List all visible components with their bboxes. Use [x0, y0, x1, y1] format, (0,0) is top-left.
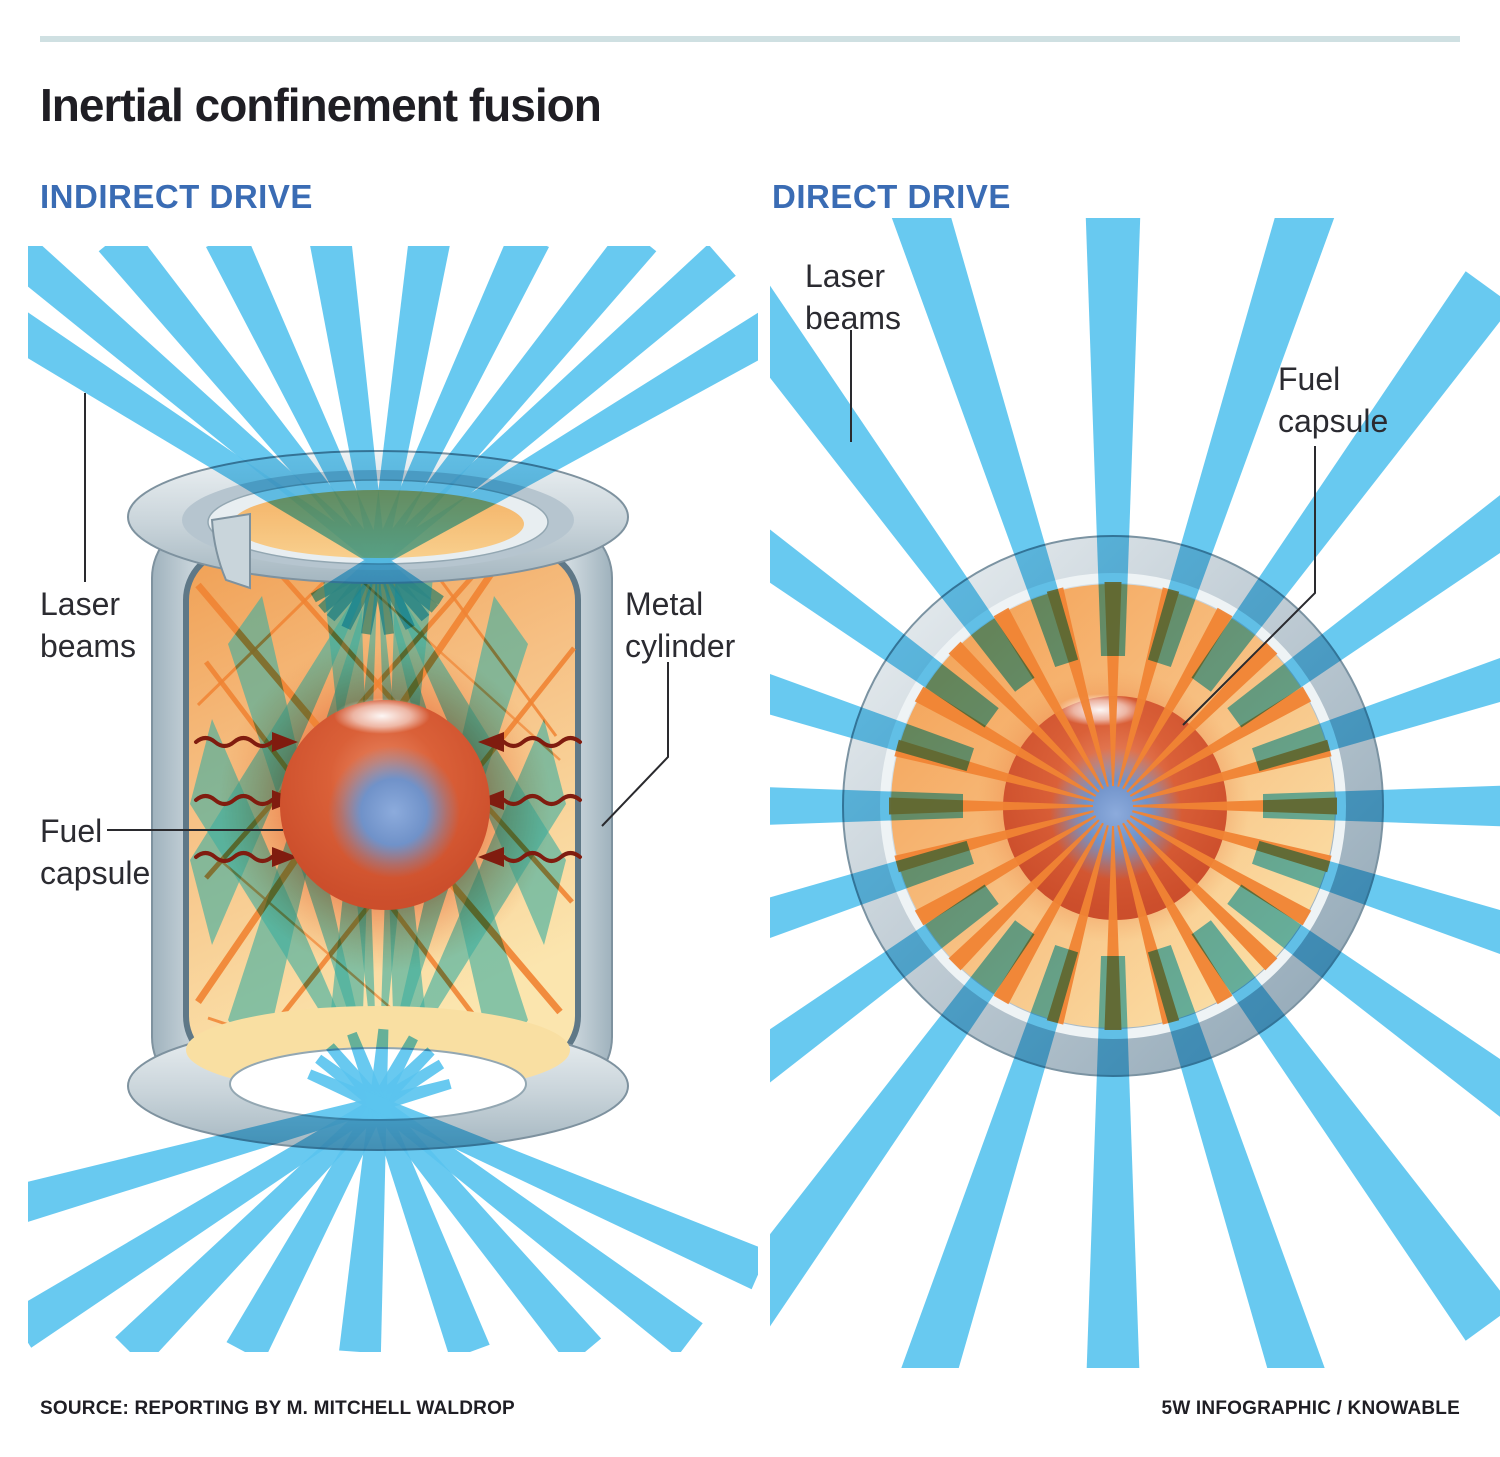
- source-credit: SOURCE: REPORTING BY M. MITCHELL WALDROP: [40, 1398, 515, 1419]
- laser-beam: [891, 218, 1079, 667]
- indirect-drive-diagram: [28, 246, 758, 1352]
- xray-arrowhead: [272, 847, 298, 867]
- compression-ray: [1122, 607, 1233, 790]
- xray-arrow: [194, 736, 274, 748]
- laser-beam: [1263, 785, 1500, 827]
- laser-beam: [1147, 945, 1325, 1368]
- capsule-highlight: [1056, 694, 1144, 726]
- compression-ray: [1122, 822, 1233, 1005]
- compression-ray: [914, 686, 1097, 797]
- xray-arrow: [502, 736, 582, 748]
- capsule-core: [328, 746, 460, 878]
- reflected-beam: [366, 550, 558, 737]
- target-sphere-graphic: [842, 535, 1384, 1077]
- laser-beam: [770, 920, 1035, 1327]
- capsule-highlight: [334, 698, 430, 734]
- laser-beam: [770, 884, 999, 1083]
- pointer-metal-cylinder: [601, 662, 669, 827]
- xray-arrowhead: [478, 732, 504, 752]
- xray-arrow: [502, 851, 582, 863]
- laser-beam: [1227, 495, 1500, 728]
- xray-arrowhead: [478, 847, 504, 867]
- laser-beam: [1086, 956, 1140, 1368]
- compression-ray: [948, 819, 1100, 971]
- pointer-fuel-capsule-right: [1182, 446, 1316, 726]
- laser-beam: [318, 246, 736, 614]
- laser-beam: [1147, 218, 1335, 667]
- laser-beam: [1191, 271, 1500, 692]
- label-metal-cylinder: Metal cylinder: [625, 586, 736, 664]
- xray-arrows: [194, 732, 582, 867]
- xray-arrowhead: [478, 790, 504, 810]
- indirect-drive-header: INDIRECT DRIVE: [40, 178, 313, 215]
- laser-beam: [98, 246, 430, 622]
- compression-ray: [1126, 819, 1278, 971]
- laser-beam: [770, 529, 999, 728]
- laser-beam: [901, 945, 1079, 1368]
- direct-drive-diagram: [770, 218, 1500, 1368]
- compression-ray: [1129, 686, 1312, 797]
- laser-beam: [310, 312, 758, 603]
- top-rule: [40, 36, 1460, 42]
- laser-beam: [315, 1054, 703, 1352]
- laser-beam: [770, 840, 974, 939]
- compression-ray: [948, 641, 1100, 793]
- laser-beam: [770, 285, 1035, 692]
- fuel-capsule-graphic: [280, 698, 490, 910]
- compression-ray: [993, 822, 1104, 1005]
- xray-arrow: [194, 794, 274, 806]
- laser-beam: [770, 673, 974, 772]
- label-laser-beams-right: Laser beams: [805, 258, 902, 336]
- label-pointers: [84, 330, 1316, 831]
- laser-beam: [1252, 840, 1500, 955]
- laser-beam: [115, 1047, 435, 1352]
- xray-arrowhead: [272, 732, 298, 752]
- laser-beam: [307, 1069, 758, 1290]
- direct-drive-header: DIRECT DRIVE: [772, 178, 1011, 215]
- compression-ray: [993, 607, 1104, 790]
- flange-notch: [210, 512, 251, 590]
- capsule-core: [1050, 748, 1182, 880]
- label-fuel-capsule-right: Fuel capsule: [1278, 361, 1389, 439]
- laser-beam: [1227, 884, 1500, 1117]
- compression-ray: [914, 815, 1097, 926]
- laser-beam: [1085, 218, 1141, 656]
- xray-arrow: [502, 794, 582, 806]
- laser-beams-graphic: [28, 246, 758, 1352]
- page-title: Inertial confinement fusion: [40, 79, 602, 131]
- laser-beam: [1191, 920, 1500, 1341]
- compression-ray: [1129, 815, 1312, 926]
- infographic-credit: 5W INFOGRAPHIC / KNOWABLE: [1161, 1398, 1460, 1419]
- laser-beam: [1252, 657, 1500, 772]
- laser-beam: [770, 787, 963, 825]
- xray-arrow: [194, 851, 274, 863]
- label-fuel-capsule-left: Fuel capsule: [40, 813, 151, 891]
- laser-beam: [206, 246, 415, 630]
- laser-beams-graphic: [770, 218, 1500, 1368]
- compression-rays: [889, 582, 1337, 1030]
- compression-ray: [1126, 641, 1278, 793]
- label-laser-beams-left: Laser beams: [40, 586, 137, 664]
